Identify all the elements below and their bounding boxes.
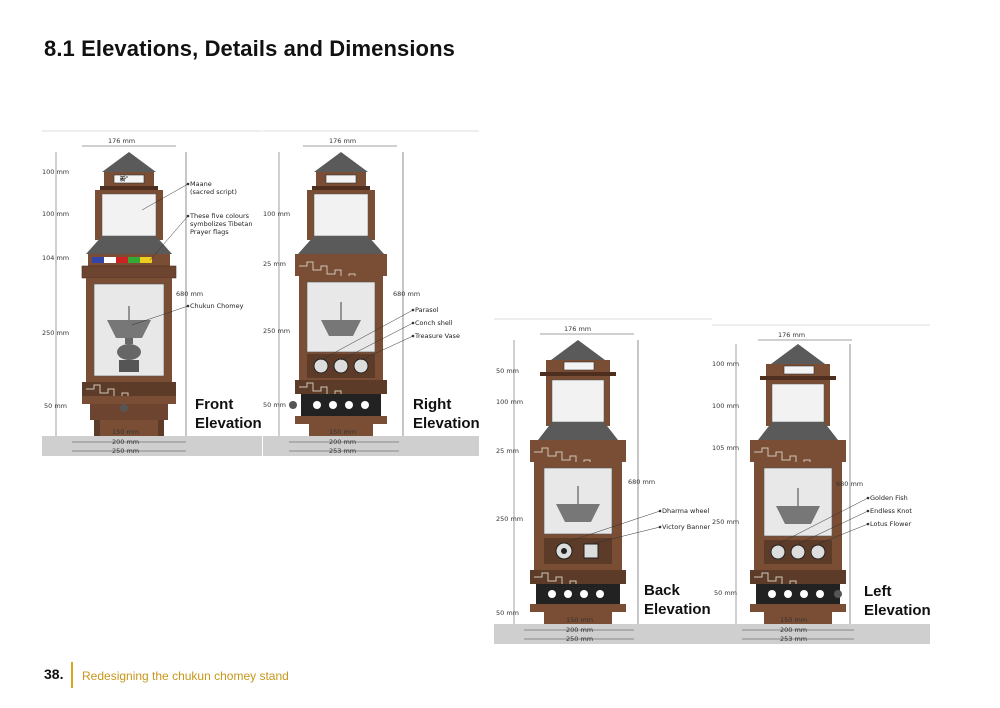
dim-bottom-2: 200 mm	[112, 438, 139, 446]
right-elevation-panel: 176 mm 100 mm 25 mm 250 mm 50 mm 680 mm …	[263, 130, 479, 456]
ann-prayer-flags: Prayer flags	[190, 228, 229, 236]
ann-five-colours: These five colours	[189, 212, 250, 220]
ann-endless-knot: Endless Knot	[870, 507, 912, 515]
ann-lotus-flower: Lotus Flower	[870, 520, 911, 528]
dim-bottom-3: 250 mm	[112, 447, 139, 455]
ann-parasol: Parasol	[415, 306, 439, 314]
ann-treasure-vase: Treasure Vase	[414, 332, 460, 340]
dim-left-2: 100 mm	[42, 210, 69, 218]
dim-left-5: 50 mm	[496, 609, 519, 617]
dim-left-5: 50 mm	[44, 402, 67, 410]
svg-text:ཨོ་ཾ: ཨོ་ཾ	[120, 175, 128, 184]
front-elevation-panel: 176 mm ཨོ་ཾ 100 mm 100 mm 104 mm 250 mm …	[42, 130, 262, 456]
ann-chukun-chomey: Chukun Chomey	[190, 302, 244, 310]
elevation-name-1: Right	[413, 396, 451, 413]
elevation-name-2: Elevation	[864, 602, 930, 619]
dim-bottom-3: 253 mm	[329, 447, 356, 455]
dim-height: 680 mm	[836, 480, 863, 488]
elevation-name-2: Elevation	[195, 415, 262, 432]
dim-bottom-2: 200 mm	[780, 626, 807, 634]
dim-left-4: 50 mm	[263, 401, 286, 409]
dim-top-width: 176 mm	[564, 325, 591, 333]
left-elevation-panel: 176 mm 100 mm 100 mm 105 mm 250 mm 50 mm…	[712, 318, 930, 644]
dim-top-width: 176 mm	[108, 137, 135, 145]
ann-dharma-wheel: Dharma wheel	[662, 507, 709, 515]
ann-golden-fish: Golden Fish	[870, 494, 908, 502]
elevation-name-2: Elevation	[413, 415, 479, 432]
dim-height: 680 mm	[628, 478, 655, 486]
dim-left-4: 250 mm	[42, 329, 69, 337]
front-elevation-drawing: 176 mm ཨོ་ཾ 100 mm 100 mm 104 mm 250 mm …	[42, 130, 262, 456]
elevation-name-1: Back	[644, 582, 681, 599]
dim-left-1: 100 mm	[42, 168, 69, 176]
dim-height: 680 mm	[176, 290, 203, 298]
dim-left-3: 25 mm	[496, 447, 519, 455]
page-number: 38.	[44, 666, 64, 682]
dim-bottom-3: 250 mm	[566, 635, 593, 643]
dim-bottom-2: 200 mm	[329, 438, 356, 446]
back-elevation-panel: 176 mm 50 mm 100 mm 25 mm 250 mm 50 mm 6…	[494, 318, 712, 644]
dim-left-3: 104 mm	[42, 254, 69, 262]
dim-left-3: 250 mm	[263, 327, 290, 335]
ann-conch-shell: Conch shell	[415, 319, 453, 327]
ann-victory-banner: Victory Banner	[662, 523, 710, 531]
ann-maane: Maane	[190, 180, 212, 188]
dim-left-1: 100 mm	[712, 360, 739, 368]
dim-left-2: 100 mm	[712, 402, 739, 410]
back-elevation-drawing: 176 mm 50 mm 100 mm 25 mm 250 mm 50 mm 6…	[494, 318, 712, 644]
dim-left-1: 50 mm	[496, 367, 519, 375]
dim-bottom-2: 200 mm	[566, 626, 593, 634]
dim-left-3: 105 mm	[712, 444, 739, 452]
dim-bottom-1: 150 mm	[780, 616, 807, 624]
elevation-name-1: Front	[195, 396, 233, 413]
left-elevation-drawing: 176 mm 100 mm 100 mm 105 mm 250 mm 50 mm…	[712, 324, 930, 644]
dim-left-4: 250 mm	[712, 518, 739, 526]
dim-left-5: 50 mm	[714, 589, 737, 597]
dim-left-2: 25 mm	[263, 260, 286, 268]
dim-top-width: 176 mm	[778, 331, 805, 339]
ann-sacred-script: (sacred script)	[190, 188, 237, 196]
page-title: 8.1 Elevations, Details and Dimensions	[44, 36, 455, 61]
dim-bottom-1: 150 mm	[329, 428, 356, 436]
elevation-name-1: Left	[864, 583, 892, 600]
dim-left-4: 250 mm	[496, 515, 523, 523]
dim-bottom-3: 253 mm	[780, 635, 807, 643]
dim-bottom-1: 150 mm	[566, 616, 593, 624]
dim-left-2: 100 mm	[496, 398, 523, 406]
dim-left-1: 100 mm	[263, 210, 290, 218]
footer-divider	[71, 662, 73, 688]
right-elevation-drawing: 176 mm 100 mm 25 mm 250 mm 50 mm 680 mm …	[263, 130, 479, 456]
footer-text: Redesigning the chukun chomey stand	[82, 669, 289, 683]
dim-top-width: 176 mm	[329, 137, 356, 145]
dim-bottom-1: 150 mm	[112, 428, 139, 436]
ann-symbolizes: symbolizes Tibetan	[190, 220, 253, 228]
dim-height: 680 mm	[393, 290, 420, 298]
elevation-name-2: Elevation	[644, 601, 711, 618]
